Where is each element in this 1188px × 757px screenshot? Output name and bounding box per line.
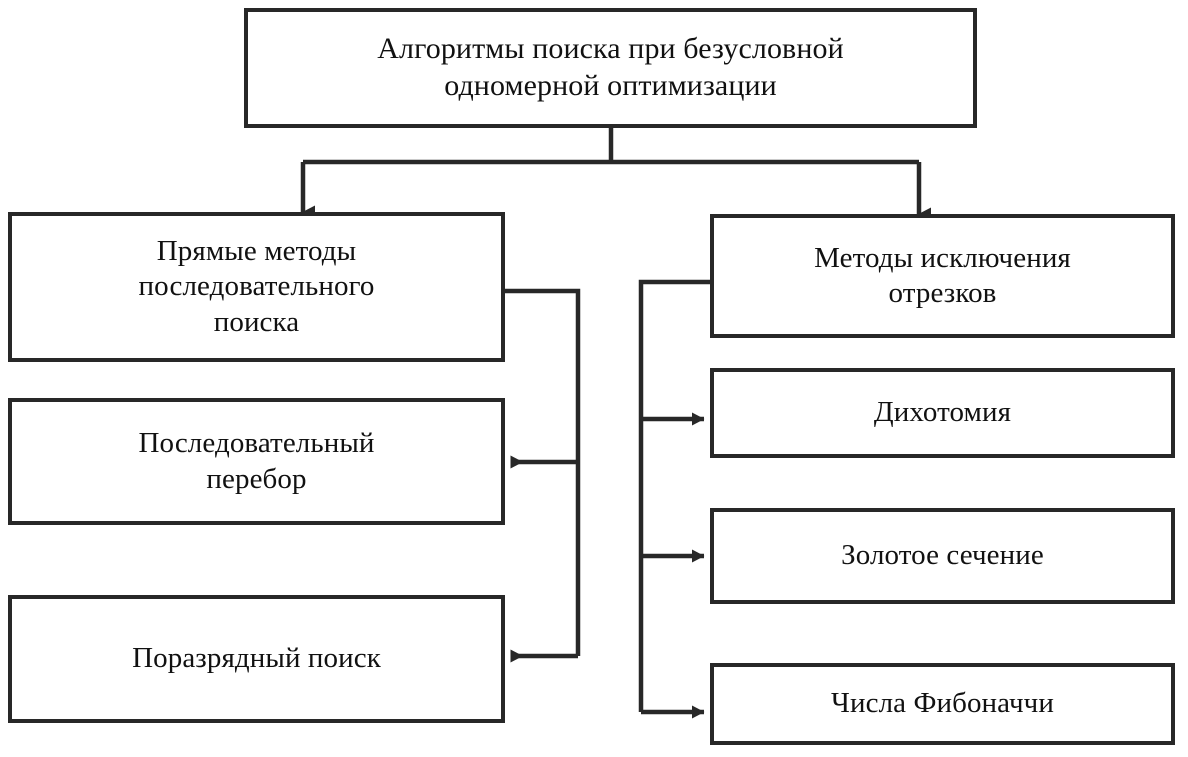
node-left-header[interactable]: Прямые методы последовательного поиска (8, 212, 505, 362)
node-left-child-1[interactable]: Последовательный перебор (8, 398, 505, 525)
node-right-header-label: Методы исключения отрезков (814, 241, 1071, 309)
node-right-child-3[interactable]: Числа Фибоначчи (710, 663, 1175, 745)
node-left-header-label: Прямые методы последовательного поиска (138, 234, 375, 338)
node-right-child-2[interactable]: Золотое сечение (710, 508, 1175, 604)
left-branch-bus-upper (505, 288, 581, 462)
right-branch-bus-upper (638, 279, 710, 419)
node-right-child-1-label: Дихотомия (873, 396, 1012, 429)
node-right-child-1[interactable]: Дихотомия (710, 368, 1175, 458)
node-left-child-2[interactable]: Поразрядный поиск (8, 595, 505, 723)
node-left-child-2-label: Поразрядный поиск (132, 642, 381, 675)
node-right-child-2-label: Золотое сечение (841, 539, 1044, 572)
node-right-child-3-label: Числа Фибоначчи (831, 687, 1054, 720)
node-root-title-label: Алгоритмы поиска при безусловной одномер… (377, 32, 844, 102)
node-left-child-1-label: Последовательный перебор (138, 427, 375, 495)
node-right-header[interactable]: Методы исключения отрезков (710, 214, 1175, 338)
node-root-title[interactable]: Алгоритмы поиска при безусловной одномер… (244, 8, 977, 128)
